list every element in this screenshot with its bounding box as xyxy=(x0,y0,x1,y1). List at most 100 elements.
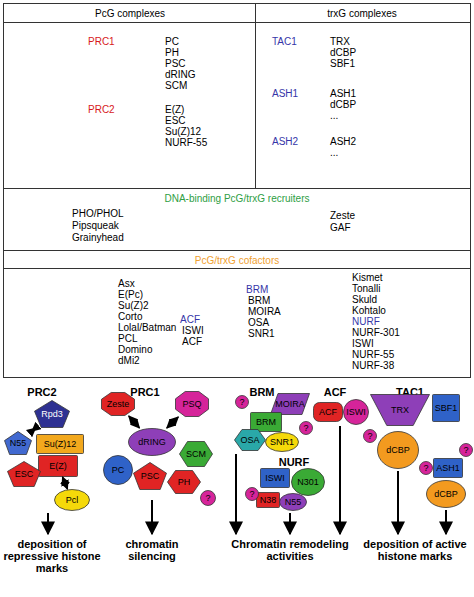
shape-text-box: ISWI xyxy=(343,399,369,425)
protein-name: Rpd3 xyxy=(41,409,63,419)
table-border xyxy=(4,4,471,378)
table-rule xyxy=(4,250,471,251)
table-cell: E(Z) xyxy=(165,104,184,115)
protein-name: ACF xyxy=(319,407,337,417)
table-cell: dCBP xyxy=(330,47,356,58)
shape-fill xyxy=(271,394,310,415)
protein-shape: ? xyxy=(245,487,259,501)
table-cell: PH xyxy=(165,47,179,58)
protein-shape: TRX xyxy=(370,394,430,426)
table-header: PcG complexes xyxy=(50,8,210,19)
shape-text-box: OSA xyxy=(234,429,266,451)
table-cell: ACF xyxy=(182,336,202,347)
shape-fill xyxy=(102,393,135,416)
protein-name: Su(Z)12 xyxy=(44,439,77,449)
protein-shape: SCM xyxy=(179,441,213,467)
shape-text-box: BRM xyxy=(250,412,282,432)
table-cell: Kohtalo xyxy=(352,305,386,316)
shape-fill xyxy=(280,494,307,511)
protein-shape: ? xyxy=(235,395,249,409)
shape-fill xyxy=(55,490,90,511)
table-cell: GAF xyxy=(330,222,351,233)
table-cell: Kismet xyxy=(352,272,383,283)
shape-fill xyxy=(35,401,70,428)
shape-text-box: ? xyxy=(299,421,313,435)
shape-text-box: dCBP xyxy=(377,431,419,469)
protein-shape: dCBP xyxy=(426,480,466,508)
outcome-arrow xyxy=(47,513,49,534)
shape-text-box: SNR1 xyxy=(265,432,299,452)
shape-text-box: SBF1 xyxy=(432,394,460,422)
shape-text-box: Su(Z)12 xyxy=(36,434,84,454)
protein-name: SBF1 xyxy=(435,403,458,413)
protein-name: Pcl xyxy=(66,495,79,505)
table-cell: SBF1 xyxy=(330,58,355,69)
shape-text-box: dCBP xyxy=(426,480,466,508)
table-cell: NURF-55 xyxy=(165,137,207,148)
protein-name: dRING xyxy=(138,437,166,447)
table-rule xyxy=(4,188,471,189)
section-header: DNA-binding PcG/trxG recruiters xyxy=(87,193,387,204)
table-cell: PSC xyxy=(165,58,186,69)
protein-name: SCM xyxy=(186,449,206,459)
shape-fill xyxy=(433,395,460,422)
shape-fill xyxy=(104,456,133,485)
shape-text-box: ? xyxy=(200,490,216,506)
shape-fill xyxy=(292,469,325,496)
shape-fill xyxy=(8,462,41,487)
complex-name: ASH2 xyxy=(272,136,298,147)
table-cell: Domino xyxy=(118,344,152,355)
protein-shape: ACF xyxy=(313,402,343,422)
table-cell: dCBP xyxy=(330,99,356,110)
protein-shape: MOIRA xyxy=(270,393,310,415)
shape-text-box: PH xyxy=(167,470,201,494)
protein-name: MOIRA xyxy=(275,399,305,409)
protein-shape: E(Z) xyxy=(38,455,78,477)
complex-name: NURF xyxy=(352,316,380,327)
shape-text-box: PC xyxy=(103,455,133,485)
table-cell: dMi2 xyxy=(118,355,140,366)
protein-shape: PC xyxy=(103,455,133,485)
table-cell: BRM xyxy=(248,295,270,306)
protein-shape: ISWI xyxy=(343,399,369,425)
protein-name: ? xyxy=(367,431,372,441)
shape-text-box: Pcl xyxy=(54,489,90,511)
protein-shape: OSA xyxy=(234,429,266,451)
protein-name: ISWI xyxy=(346,407,366,417)
table-cell: SCM xyxy=(165,80,187,91)
protein-shape: ? xyxy=(299,421,313,435)
table-cell: Zeste xyxy=(330,210,355,221)
protein-shape: dCBP xyxy=(377,431,419,469)
shape-fill xyxy=(460,444,473,457)
protein-shape: Rpd3 xyxy=(34,400,70,428)
shape-text-box: N55 xyxy=(279,493,307,511)
group-title: ACF xyxy=(305,386,365,398)
shape-text-box: ? xyxy=(459,443,473,457)
protein-name: TRX xyxy=(391,405,409,415)
complex-name: BRM xyxy=(246,284,268,295)
section-header: PcG/trxG cofactors xyxy=(87,255,387,266)
table-cell: ISWI xyxy=(352,338,374,349)
shape-text-box: ACF xyxy=(313,402,343,422)
protein-shape: ? xyxy=(200,490,216,506)
shape-fill xyxy=(261,469,290,488)
table-cell: ESC xyxy=(165,115,186,126)
shape-fill xyxy=(434,459,463,478)
shape-text-box: ? xyxy=(245,487,259,501)
shape-fill xyxy=(5,432,32,455)
interaction-arrow xyxy=(129,416,140,428)
shape-fill xyxy=(129,429,176,456)
protein-shape: PH xyxy=(167,470,201,494)
shape-fill xyxy=(176,392,209,417)
shape-fill xyxy=(300,422,313,435)
protein-name: dCBP xyxy=(386,445,410,455)
shape-text-box: ? xyxy=(235,395,249,409)
shape-fill xyxy=(420,462,433,475)
shape-fill xyxy=(235,430,266,451)
table-cell: TRX xyxy=(330,36,350,47)
shape-fill xyxy=(314,403,343,422)
table-header: trxG complexes xyxy=(282,8,442,19)
protein-name: OSA xyxy=(240,435,259,445)
table-cell: E(Pc) xyxy=(118,289,143,300)
